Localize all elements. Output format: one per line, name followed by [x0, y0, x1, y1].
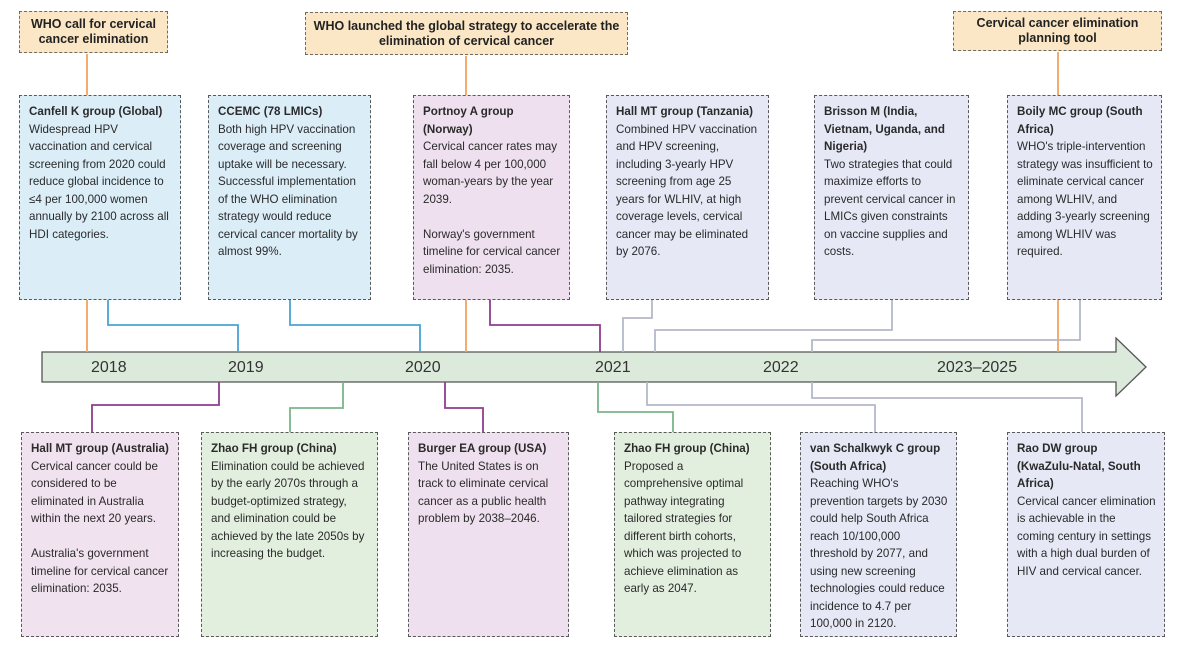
- card-body: Cervical cancer elimination is achievabl…: [1017, 494, 1156, 578]
- callout-who-global-strategy: WHO launched the global strategy to acce…: [305, 12, 628, 55]
- card-body: Both high HPV vaccination coverage and s…: [218, 122, 358, 259]
- connector-zhao-2019: [289, 382, 344, 432]
- connector-rao: [811, 382, 1083, 432]
- card-title: Canfell K group (Global): [29, 105, 163, 118]
- card-title: Zhao FH group (China): [211, 442, 337, 455]
- card-burger-usa: Burger EA group (USA) The United States …: [408, 432, 569, 637]
- card-boily-south-africa: Boily MC group (South Africa) WHO's trip…: [1007, 95, 1162, 300]
- card-title: Boily MC group (South Africa): [1017, 105, 1143, 136]
- year-label-2019: 2019: [228, 359, 264, 376]
- year-label-2023-2025: 2023–2025: [937, 359, 1018, 376]
- card-brisson: Brisson M (India, Vietnam, Uganda, and N…: [814, 95, 969, 300]
- card-title: Hall MT group (Australia): [31, 442, 169, 455]
- card-body: WHO's triple-intervention strategy was i…: [1017, 140, 1153, 258]
- year-label-2018: 2018: [91, 359, 127, 376]
- year-label-2020: 2020: [405, 359, 441, 376]
- card-title: Zhao FH group (China): [624, 442, 750, 455]
- connector-boily: [811, 299, 1081, 352]
- connector-portnoy: [489, 299, 601, 352]
- card-canfell-global: Canfell K group (Global) Widespread HPV …: [19, 95, 181, 300]
- card-title: Rao DW group (KwaZulu-Natal, South Afric…: [1017, 442, 1141, 490]
- card-ccemc: CCEMC (78 LMICs) Both high HPV vaccinati…: [208, 95, 371, 300]
- connector-ccemc: [289, 299, 421, 352]
- card-title: Hall MT group (Tanzania): [616, 105, 753, 118]
- card-body: Cervical cancer could be considered to b…: [31, 459, 169, 596]
- connector-canfell: [107, 299, 239, 352]
- card-zhao-china-2019: Zhao FH group (China) Elimination could …: [201, 432, 378, 637]
- card-title: Portnoy A group (Norway): [423, 105, 514, 136]
- card-title: Burger EA group (USA): [418, 442, 547, 455]
- card-body: Cervical cancer rates may fall below 4 p…: [423, 140, 561, 276]
- card-rao-kwazulu-natal: Rao DW group (KwaZulu-Natal, South Afric…: [1007, 432, 1165, 637]
- card-body: Proposed a comprehensive optimal pathway…: [624, 459, 744, 596]
- card-title: van Schalkwyk C group (South Africa): [810, 442, 941, 473]
- connector-van-schalkwyk: [646, 382, 876, 432]
- card-body: Elimination could be achieved by the ear…: [211, 459, 365, 561]
- card-body: The United States is on track to elimina…: [418, 459, 549, 526]
- connector-burger: [444, 382, 484, 432]
- card-hall-tanzania: Hall MT group (Tanzania) Combined HPV va…: [606, 95, 769, 300]
- card-portnoy-norway: Portnoy A group (Norway) Cervical cancer…: [413, 95, 570, 300]
- card-zhao-china-2021: Zhao FH group (China) Proposed a compreh…: [614, 432, 771, 637]
- card-body: Two strategies that could maximize effor…: [824, 157, 956, 259]
- year-label-2022: 2022: [763, 359, 799, 376]
- card-title: CCEMC (78 LMICs): [218, 105, 323, 118]
- connector-hall-tanzania: [622, 299, 653, 352]
- connector-brisson: [654, 299, 893, 352]
- year-label-2021: 2021: [595, 359, 631, 376]
- card-van-schalkwyk: van Schalkwyk C group (South Africa) Rea…: [800, 432, 957, 637]
- card-hall-australia: Hall MT group (Australia) Cervical cance…: [21, 432, 179, 637]
- connector-hall-australia: [91, 382, 220, 432]
- callout-elimination-planning-tool: Cervical cancer elimination planning too…: [953, 11, 1162, 51]
- card-body: Reaching WHO's prevention targets by 203…: [810, 477, 948, 630]
- card-title: Brisson M (India, Vietnam, Uganda, and N…: [824, 105, 945, 153]
- timeline-arrow: [41, 336, 1147, 398]
- callout-who-call: WHO call for cervical cancer elimination: [19, 11, 168, 53]
- connector-zhao-2021: [597, 382, 674, 432]
- card-body: Combined HPV vaccination and HPV screeni…: [616, 122, 758, 259]
- card-body: Widespread HPV vaccination and cervical …: [29, 122, 169, 241]
